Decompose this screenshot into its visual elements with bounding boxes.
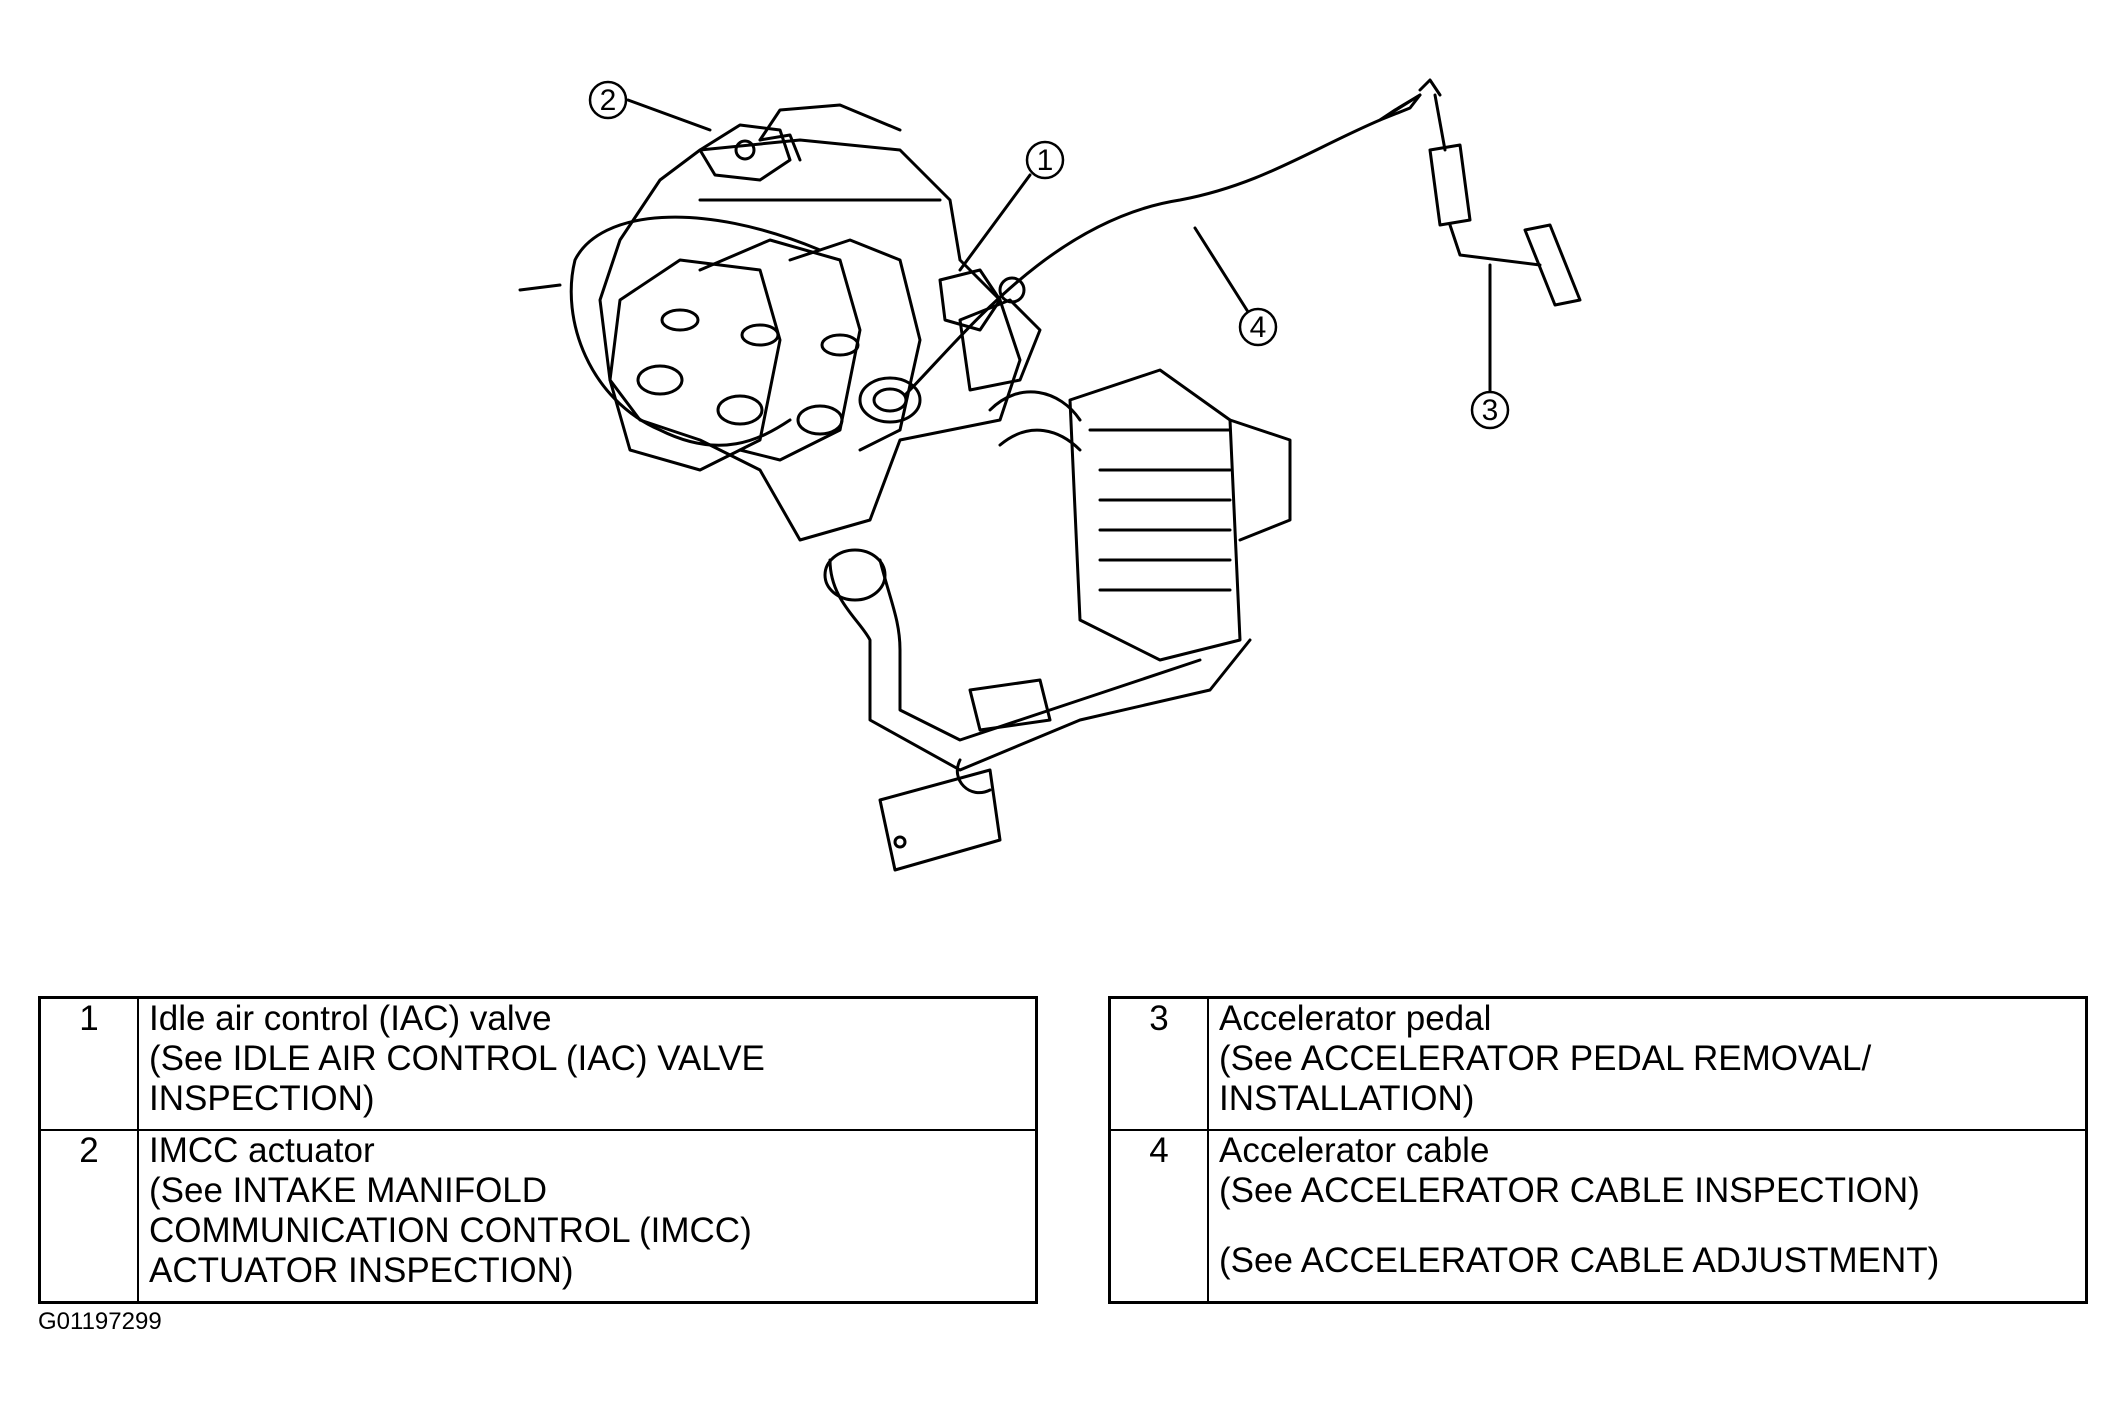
legend-number: 2 xyxy=(38,1129,139,1304)
legend-row: 3 Accelerator pedal (See ACCELERATOR PED… xyxy=(1108,996,2088,1131)
accelerator-pedal xyxy=(1418,78,1582,392)
legend-number: 4 xyxy=(1108,1129,1209,1304)
svg-text:3: 3 xyxy=(1482,394,1499,427)
legend-description: Accelerator pedal (See ACCELERATOR PEDAL… xyxy=(1207,996,2088,1131)
legend-title: Accelerator cable xyxy=(1219,1131,1490,1170)
legend-title: Idle air control (IAC) valve xyxy=(149,999,552,1038)
callout-2: 2 xyxy=(588,80,628,120)
legend-reference: (See INTAKE MANIFOLD xyxy=(149,1171,548,1210)
legend-spacer xyxy=(1219,1211,2075,1241)
engine-diagram: 1 2 3 4 xyxy=(518,78,1582,872)
air-cleaner xyxy=(988,368,1292,662)
leader-line-1 xyxy=(958,173,1032,272)
legend-row: 4 Accelerator cable (See ACCELERATOR CAB… xyxy=(1108,1129,2088,1304)
legend-reference: INSTALLATION) xyxy=(1219,1079,1475,1118)
intake-duct xyxy=(823,548,1252,872)
figure-id: G01197299 xyxy=(38,1308,162,1335)
cable-loop xyxy=(569,215,822,447)
legend-description: Accelerator cable (See ACCELERATOR CABLE… xyxy=(1207,1129,2088,1304)
imcc-actuator xyxy=(698,123,802,182)
legend-number: 3 xyxy=(1108,996,1209,1131)
legend-description: Idle air control (IAC) valve (See IDLE A… xyxy=(137,996,1038,1131)
legend-reference: (See ACCELERATOR PEDAL REMOVAL/ xyxy=(1219,1039,1872,1078)
iac-valve xyxy=(938,268,1026,332)
legend-table-left: 1 Idle air control (IAC) valve (See IDLE… xyxy=(38,996,1038,1304)
legend-reference: (See ACCELERATOR CABLE INSPECTION) xyxy=(1219,1171,1920,1210)
callout-1: 1 xyxy=(1025,140,1065,180)
legend-reference: (See ACCELERATOR CABLE ADJUSTMENT) xyxy=(1219,1241,1940,1280)
legend-reference: ACTUATOR INSPECTION) xyxy=(149,1251,574,1290)
leader-line-2 xyxy=(626,98,712,132)
legend-number: 1 xyxy=(38,996,139,1131)
legend-reference: INSPECTION) xyxy=(149,1079,375,1118)
legend-row: 2 IMCC actuator (See INTAKE MANIFOLD COM… xyxy=(38,1129,1038,1304)
leader-line-4 xyxy=(1193,226,1252,317)
svg-text:2: 2 xyxy=(600,84,617,117)
intake-manifold xyxy=(608,238,922,472)
callout-3: 3 xyxy=(1470,390,1510,430)
callout-4: 4 xyxy=(1238,307,1278,347)
accelerator-cable xyxy=(903,93,1422,397)
svg-text:4: 4 xyxy=(1250,311,1267,344)
throttle-body xyxy=(858,298,1042,424)
svg-text:1: 1 xyxy=(1037,144,1054,177)
legend-row: 1 Idle air control (IAC) valve (See IDLE… xyxy=(38,996,1038,1131)
legend-title: IMCC actuator xyxy=(149,1131,375,1170)
legend-table-right: 3 Accelerator pedal (See ACCELERATOR PED… xyxy=(1108,996,2088,1304)
legend-description: IMCC actuator (See INTAKE MANIFOLD COMMU… xyxy=(137,1129,1038,1304)
legend-title: Accelerator pedal xyxy=(1219,999,1492,1038)
legend-reference: COMMUNICATION CONTROL (IMCC) xyxy=(149,1211,752,1250)
legend-reference: (See IDLE AIR CONTROL (IAC) VALVE xyxy=(149,1039,765,1078)
